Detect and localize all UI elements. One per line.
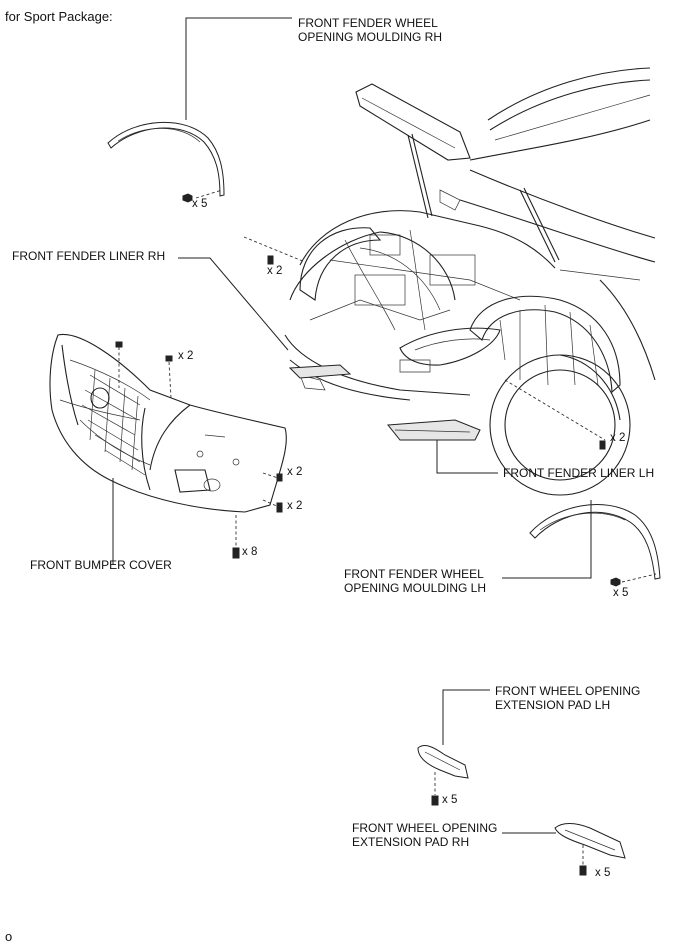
pad-rh-label-line1: FRONT WHEEL OPENING [352, 821, 498, 835]
extension-pad-rh-drawing [554, 823, 626, 876]
vehicle-body-drawing [284, 67, 656, 496]
pad-lh-label-line1: FRONT WHEEL OPENING [495, 684, 641, 698]
pad-lh-label-line2: EXTENSION PAD LH [495, 698, 611, 712]
moulding-rh-qty: x 5 [192, 198, 208, 210]
liner-rh-qty: x 2 [267, 265, 283, 277]
moulding-lh-label-line1: FRONT FENDER WHEEL [344, 567, 484, 581]
bumper-cover-label: FRONT BUMPER COVER [30, 558, 172, 572]
moulding-rh-drawing [107, 121, 225, 203]
moulding-lh-label-line2: OPENING MOULDING LH [344, 581, 487, 595]
leader-lines [112, 17, 592, 834]
bumper-cover-drawing [49, 333, 287, 559]
illustration-code: o [5, 929, 13, 944]
sport-package-note: for Sport Package: [5, 9, 113, 24]
pad-rh-label-line2: EXTENSION PAD RH [352, 835, 470, 849]
car-fasteners [243, 236, 606, 450]
extension-pad-lh-drawing [417, 745, 469, 806]
bumper-side-qty-1: x 2 [287, 466, 303, 478]
moulding-rh-label-line2: OPENING MOULDING RH [298, 30, 443, 44]
liner-rh-label: FRONT FENDER LINER RH [12, 249, 166, 263]
liner-lh-qty: x 2 [610, 432, 626, 444]
bumper-side-qty-2: x 2 [287, 500, 303, 512]
pad-rh-qty: x 5 [595, 867, 611, 879]
moulding-lh-drawing [529, 504, 661, 587]
liner-lh-label: FRONT FENDER LINER LH [503, 466, 655, 480]
bumper-bottom-qty: x 8 [242, 546, 258, 558]
pad-lh-qty: x 5 [442, 794, 458, 806]
bumper-top-qty: x 2 [178, 350, 194, 362]
moulding-rh-label-line1: FRONT FENDER WHEEL [298, 16, 438, 30]
moulding-lh-qty: x 5 [613, 587, 629, 599]
